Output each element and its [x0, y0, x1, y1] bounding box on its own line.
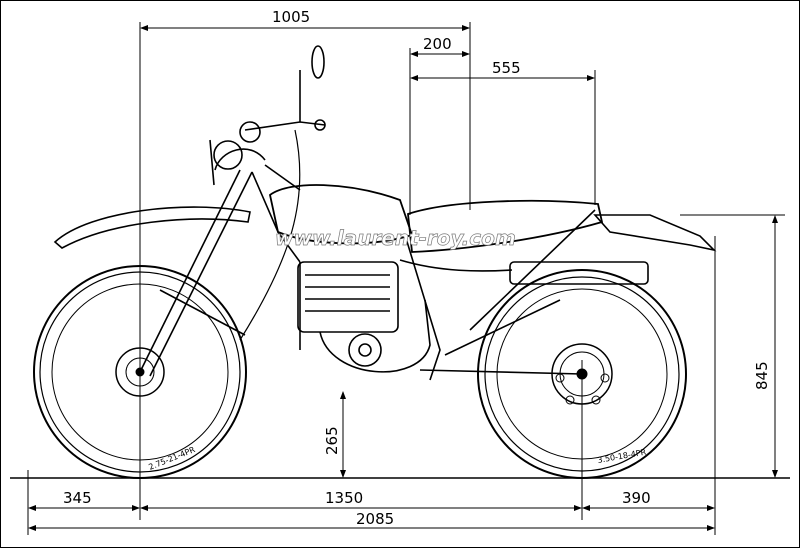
exhaust: [399, 259, 649, 285]
fuel-tank: [268, 184, 414, 245]
label-2085: 2085: [356, 510, 394, 528]
label-555: 555: [492, 59, 521, 77]
label-390: 390: [622, 489, 651, 507]
rear-fender: [593, 214, 717, 252]
front-wheel: [33, 265, 247, 479]
brake-cable: [239, 129, 301, 341]
label-265: 265: [323, 426, 341, 455]
frame: [251, 164, 596, 381]
label-1005: 1005: [272, 8, 310, 26]
engine: [297, 261, 431, 373]
front-fender: [53, 206, 251, 249]
label-200: 200: [423, 35, 452, 53]
label-1350: 1350: [325, 489, 363, 507]
label-345: 345: [63, 489, 92, 507]
front-fork: [139, 139, 266, 377]
label-845: 845: [753, 361, 771, 390]
watermark: www.laurent-roy.com: [275, 226, 516, 250]
handlebar: [239, 45, 326, 143]
